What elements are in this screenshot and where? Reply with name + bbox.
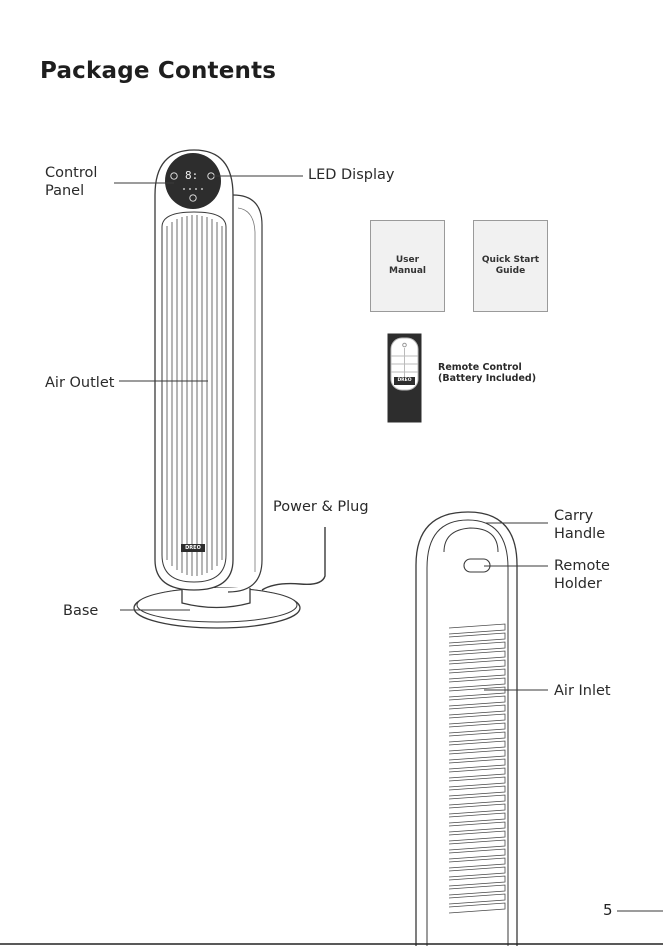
remote-control-label: Remote Control (Battery Included)	[438, 362, 536, 384]
user-manual-booklet: User Manual	[370, 220, 445, 312]
power-cord	[262, 527, 325, 590]
quick-start-guide-booklet: Quick Start Guide	[473, 220, 548, 312]
tower-heater	[134, 150, 325, 628]
quick-start-guide-label: Quick Start Guide	[482, 255, 539, 277]
remote-brand-badge: DREO	[394, 377, 415, 385]
label-carry-handle: Carry Handle	[554, 507, 605, 543]
label-base: Base	[63, 602, 98, 620]
label-control-panel: Control Panel	[45, 164, 97, 200]
brand-badge: DREO	[181, 544, 205, 552]
user-manual-label: User Manual	[389, 255, 426, 277]
label-air-inlet: Air Inlet	[554, 682, 611, 700]
led-display-readout: 8:	[185, 169, 198, 182]
label-remote-holder: Remote Holder	[554, 557, 610, 593]
label-power-plug: Power & Plug	[273, 498, 369, 516]
label-led-display: LED Display	[308, 166, 394, 184]
page-number: 5	[603, 901, 613, 919]
label-air-outlet: Air Outlet	[45, 374, 114, 392]
